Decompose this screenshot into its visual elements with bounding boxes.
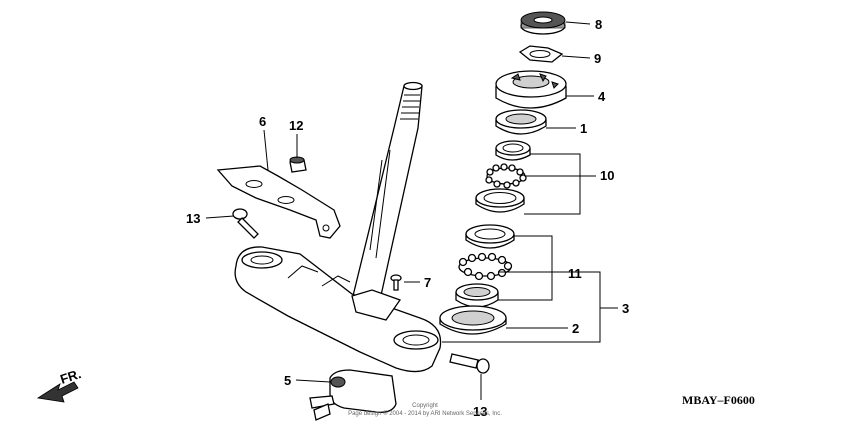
part-12-nut[interactable] bbox=[289, 156, 307, 173]
front-direction-arrow: FR. bbox=[36, 366, 83, 403]
callout-7: 7 bbox=[424, 275, 431, 290]
part-10-upper-bearing-set[interactable] bbox=[475, 140, 531, 213]
bottom-bridge[interactable] bbox=[234, 246, 442, 373]
diagram-code: MBAY–F0600 bbox=[682, 393, 755, 407]
part-1-dust-seal[interactable] bbox=[495, 109, 547, 135]
callout-3: 3 bbox=[622, 301, 629, 316]
bearing-balls-upper bbox=[485, 163, 527, 189]
part-13-bolt-left[interactable] bbox=[232, 208, 259, 239]
part-7-screw[interactable] bbox=[390, 274, 402, 291]
callout-1: 1 bbox=[580, 121, 587, 136]
steering-stem[interactable] bbox=[351, 81, 423, 301]
part-6-bracket[interactable] bbox=[216, 165, 341, 239]
callout-5: 5 bbox=[284, 373, 291, 388]
callout-10: 10 bbox=[600, 168, 614, 183]
callout-13-left: 13 bbox=[186, 211, 200, 226]
part-5-steering-lock[interactable] bbox=[309, 369, 397, 421]
callout-12: 12 bbox=[289, 118, 303, 133]
part-2-lower-dust-seal[interactable] bbox=[439, 305, 507, 335]
callout-4: 4 bbox=[598, 89, 606, 104]
callout-9: 9 bbox=[594, 51, 601, 66]
part-4-adjusting-nut[interactable] bbox=[495, 70, 567, 109]
callout-13-lower: 13 bbox=[473, 404, 487, 419]
copyright-line-2: Page design © 2004 - 2014 by ARI Network… bbox=[348, 410, 502, 417]
callout-11: 11 bbox=[568, 266, 582, 281]
bearing-balls-lower bbox=[458, 252, 513, 281]
copyright-line-1: Copyright bbox=[412, 403, 438, 409]
part-11-lower-bearing-set[interactable] bbox=[455, 224, 515, 308]
part-13-bolt-lower[interactable] bbox=[449, 353, 490, 374]
part-8-lock-nut[interactable] bbox=[520, 11, 566, 35]
leader-lines bbox=[205, 21, 618, 400]
direction-label: FR. bbox=[58, 366, 83, 387]
part-9-lock-washer[interactable] bbox=[518, 45, 564, 63]
callout-8: 8 bbox=[595, 17, 602, 32]
callout-2: 2 bbox=[572, 321, 579, 336]
callout-6: 6 bbox=[259, 114, 266, 129]
